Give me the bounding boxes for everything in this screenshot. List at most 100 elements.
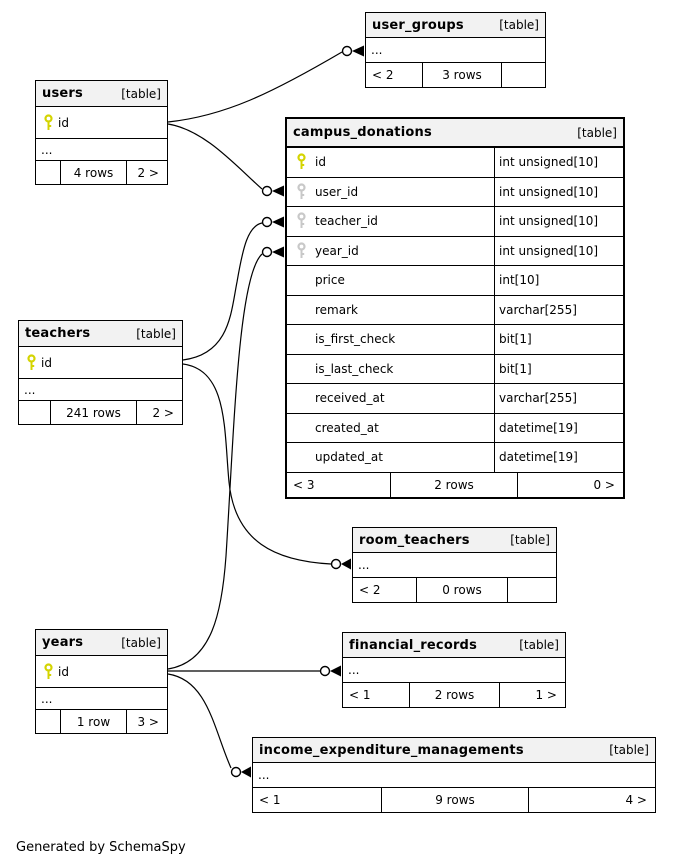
relationship-years-income_expenditure_managements [167,673,251,778]
column-row-id: id [36,107,167,139]
table-financial-records: financial_records [table] ... < 1 2 rows… [342,632,566,708]
column-type: varchar[255] [494,295,623,324]
zero-or-one-icon [261,185,273,197]
table-name[interactable]: user_groups [372,17,464,33]
table-name[interactable]: users [42,86,83,101]
column-type: bit[1] [494,354,623,383]
column-name: user_id [315,184,359,199]
arrowhead-icon [241,766,251,778]
column-row-id: id [19,347,182,379]
table-tag: [table] [510,533,550,547]
arrowhead-icon [272,246,284,258]
related-in-count: < 2 [366,63,423,87]
table-income-expenditure-managements: income_expenditure_managements [table] .… [252,737,656,813]
column-type: datetime[19] [494,413,623,442]
column-name: is_last_check [315,361,394,376]
column-row-received-at: received_at varchar[255] [287,384,623,414]
table-tag: [table] [519,638,559,652]
column-row-price: price int[10] [287,266,623,296]
related-in-count: < 1 [343,683,410,707]
column-row-is-last-check: is_last_check bit[1] [287,354,623,384]
table-campus-donations: campus_donations [table] id int unsigned… [285,117,625,499]
related-in-count: < 3 [287,472,391,497]
column-row-updated-at: updated_at datetime[19] [287,443,623,473]
arrowhead-icon [272,216,284,228]
table-name[interactable]: years [42,635,84,650]
related-out-count: 2 > [152,405,174,420]
table-name[interactable]: teachers [25,326,91,341]
column-name: updated_at [315,450,383,465]
related-in-count: < 1 [253,788,382,812]
row-count: 3 rows [423,63,502,87]
row-count: 9 rows [382,788,529,812]
column-type: int unsigned[10] [494,236,623,265]
primary-key-icon [44,662,53,679]
table-header[interactable]: financial_records [table] [343,633,565,658]
table-name[interactable]: room_teachers [359,532,470,548]
column-row-year-id: year_id int unsigned[10] [287,236,623,266]
zero-or-one-icon [341,45,353,57]
table-name[interactable]: financial_records [349,637,478,653]
related-out-count: 0 > [593,477,615,492]
column-type: varchar[255] [494,384,623,413]
row-count: 4 rows [61,161,127,184]
column-name: id [41,355,52,370]
table-header[interactable]: campus_donations [table] [287,119,623,148]
table-tag: [table] [609,743,649,757]
zero-or-one-icon [261,246,273,258]
table-header[interactable]: years [table] [36,630,167,656]
zero-or-one-icon [319,665,331,677]
relationship-users-user_groups [167,45,364,123]
generator-credit: Generated by SchemaSpy [16,840,186,855]
foreign-key-icon [297,183,306,199]
related-out-count [508,578,556,602]
zero-or-one-icon [261,216,273,228]
column-name: remark [315,302,358,317]
table-footer: < 2 0 rows [353,578,556,602]
row-count: 0 rows [417,578,508,602]
table-teachers: teachers [table] id ... 241 rows 2 > [18,320,183,425]
table-footer: 241 rows 2 > [19,401,182,424]
related-in-count: < 2 [353,578,417,602]
row-count: 241 rows [51,401,137,424]
relationship-line [167,123,263,190]
column-name: price [315,273,345,288]
row-count: 2 rows [391,472,518,497]
table-footer: < 3 2 rows 0 > [287,472,623,497]
column-type: int unsigned[10] [494,148,623,177]
related-out-count: 4 > [625,793,647,807]
foreign-key-icon [297,212,306,229]
column-name: is_first_check [315,332,396,347]
table-tag: [table] [121,86,161,101]
relationship-line [167,673,232,769]
column-row-remark: remark varchar[255] [287,295,623,325]
table-header[interactable]: room_teachers [table] [353,528,556,553]
column-type: int unsigned[10] [494,177,623,206]
arrowhead-icon [352,45,364,57]
column-type: int[10] [494,266,623,295]
table-tag: [table] [121,635,161,650]
table-years: years [table] id ... 1 row 3 > [35,629,168,734]
table-footer: 4 rows 2 > [36,161,167,184]
related-out-count [502,63,545,87]
row-count: 1 row [61,710,127,733]
column-row-id: id int unsigned[10] [287,148,623,178]
table-user-groups: user_groups [table] ... < 2 3 rows [365,12,546,88]
column-name: year_id [315,243,359,258]
primary-key-icon [44,113,53,130]
column-name: teacher_id [315,214,378,229]
table-footer: 1 row 3 > [36,710,167,733]
related-in-count [19,401,51,424]
table-room-teachers: room_teachers [table] ... < 2 0 rows [352,527,557,603]
table-name[interactable]: campus_donations [293,125,432,140]
table-name[interactable]: income_expenditure_managements [259,742,524,758]
table-header[interactable]: teachers [table] [19,321,182,347]
table-header[interactable]: income_expenditure_managements [table] [253,738,655,763]
related-out-count: 2 > [137,165,159,180]
column-name: id [58,115,69,130]
table-tag: [table] [499,18,539,32]
column-name: id [58,664,69,679]
table-header[interactable]: users [table] [36,81,167,107]
table-header[interactable]: user_groups [table] [366,13,545,38]
